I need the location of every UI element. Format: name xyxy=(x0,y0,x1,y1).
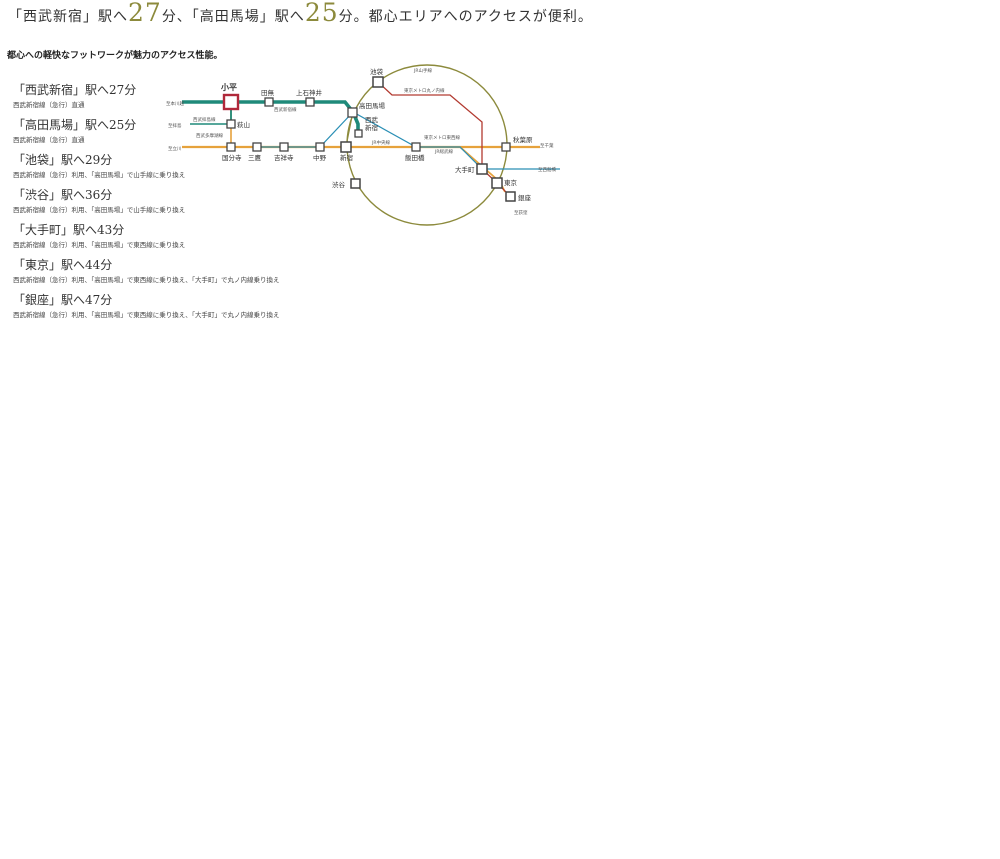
label-seibushinjuku-1: 西武 xyxy=(365,115,379,124)
label-nakano: 中野 xyxy=(313,153,327,162)
label-tozai: 東京メトロ東西線 xyxy=(424,134,460,141)
route-item: 「高田馬場」駅へ25分 西武新宿線（急行）直通 xyxy=(13,117,343,152)
station-tokyo xyxy=(491,177,503,189)
label-seibu-haijima: 西武拝島線 xyxy=(193,116,216,123)
route-note: 西武新宿線（急行）利用、「高田馬場」で山手線に乗り換え xyxy=(13,206,186,214)
station-ginza xyxy=(505,191,516,202)
station-tanashi xyxy=(264,97,274,107)
station-shibuya xyxy=(350,178,361,189)
yamanote-west xyxy=(345,111,354,148)
station-kamishakujii xyxy=(305,97,315,107)
station-mitaka xyxy=(252,142,262,152)
label-otemachi: 大手町 xyxy=(455,165,475,174)
label-kichijoji: 吉祥寺 xyxy=(274,153,294,162)
label-chuo-rapid: JR中央線 xyxy=(371,139,390,146)
label-to-tamako: 至拝島 xyxy=(168,122,182,129)
station-shinjuku xyxy=(340,141,352,153)
station-seibushinjuku xyxy=(354,129,363,138)
label-chuo-sobu: JR総武線 xyxy=(434,148,453,155)
label-kokubunji: 国分寺 xyxy=(222,153,242,162)
label-shibuya: 渋谷 xyxy=(332,180,346,189)
label-hagiyama: 萩山 xyxy=(237,120,250,129)
station-nakano xyxy=(315,142,325,152)
route-title: 「渋谷」駅へ36分 xyxy=(13,188,113,202)
headline: 「西武新宿」駅へ27分、「高田馬場」駅へ25分。都心エリアへのアクセスが便利。 xyxy=(8,0,593,30)
station-iidabashi xyxy=(411,142,421,152)
label-ikebukuro: 池袋 xyxy=(370,67,384,76)
route-title: 「東京」駅へ44分 xyxy=(13,258,113,272)
label-seibu-tamako: 西武多摩湖線 xyxy=(196,132,223,139)
headline-number-1: 27 xyxy=(128,0,162,27)
label-seibushinjuku-2: 新宿 xyxy=(365,123,379,132)
route-map: 小平 田無 上石神井 高田馬場 西武 新宿 萩山 国分寺 三鷹 吉祥寺 中野 新… xyxy=(166,64,560,226)
label-to-tachikawa: 至立川 xyxy=(168,145,182,152)
headline-text-3: 分。都心エリアへのアクセスが便利。 xyxy=(338,9,593,25)
station-takadanobaba xyxy=(347,107,358,118)
label-tokyo: 東京 xyxy=(504,178,518,187)
label-marunouchi: 東京メトロ丸ノ内線 xyxy=(404,87,445,94)
label-tanashi: 田無 xyxy=(261,88,275,97)
route-note: 西武新宿線（急行）利用、「高田馬場」で東西線に乗り換え、「大手町」で丸ノ内線乗り… xyxy=(13,311,280,319)
label-to-nishifunabashi: 至西船橋 xyxy=(538,166,556,173)
station-kokubunji xyxy=(226,142,236,152)
route-title: 「西武新宿」駅へ27分 xyxy=(13,83,137,97)
route-item: 「銀座」駅へ47分 西武新宿線（急行）利用、「高田馬場」で東西線に乗り換え、「大… xyxy=(13,292,343,327)
headline-number-2: 25 xyxy=(304,0,339,27)
label-seibu-shinjuku: 西武新宿線 xyxy=(274,106,297,113)
station-akihabara xyxy=(501,142,511,152)
label-shinjuku: 新宿 xyxy=(340,153,354,162)
route-note: 西武新宿線（急行）直通 xyxy=(13,101,85,109)
label-yamanote: JR山手線 xyxy=(413,67,432,74)
station-ikebukuro xyxy=(372,76,384,88)
route-note: 西武新宿線（急行）利用、「高田馬場」で東西線に乗り換え、「大手町」で丸ノ内線乗り… xyxy=(13,276,280,284)
route-note: 西武新宿線（急行）利用、「高田馬場」で山手線に乗り換え xyxy=(13,171,186,179)
station-kodaira xyxy=(222,93,240,111)
label-takadanobaba: 高田馬場 xyxy=(359,101,386,110)
station-kichijoji xyxy=(279,142,289,152)
route-title: 「大手町」駅へ43分 xyxy=(13,223,125,237)
route-item: 「西武新宿」駅へ27分 西武新宿線（急行）直通 xyxy=(13,82,343,117)
label-akihabara: 秋葉原 xyxy=(513,135,533,144)
headline-text-2: 分、「高田馬場」駅へ xyxy=(161,9,305,25)
route-item: 「渋谷」駅へ36分 西武新宿線（急行）利用、「高田馬場」で山手線に乗り換え xyxy=(13,187,343,222)
route-list: 「西武新宿」駅へ27分 西武新宿線（急行）直通 「高田馬場」駅へ25分 西武新宿… xyxy=(13,82,343,327)
station-otemachi xyxy=(476,163,488,175)
label-to-chiba: 至千葉 xyxy=(540,142,554,149)
seibu-shinjuku-line xyxy=(182,100,360,132)
station-hagiyama xyxy=(226,119,236,129)
label-mitaka: 三鷹 xyxy=(248,153,262,162)
subheading: 都心への軽快なフットワークが魅力のアクセス性能。 xyxy=(7,51,223,61)
route-item: 「東京」駅へ44分 西武新宿線（急行）利用、「高田馬場」で東西線に乗り換え、「大… xyxy=(13,257,343,292)
label-kamishakujii: 上石神井 xyxy=(296,88,323,97)
route-title: 「銀座」駅へ47分 xyxy=(13,293,113,307)
label-iidabashi: 飯田橋 xyxy=(405,153,425,162)
route-title: 「池袋」駅へ29分 xyxy=(13,153,113,167)
label-kodaira: 小平 xyxy=(220,82,237,92)
route-item: 「大手町」駅へ43分 西武新宿線（急行）利用、「高田馬場」で東西線に乗り換え xyxy=(13,222,343,257)
label-to-honkawagoe: 至本川越 xyxy=(166,100,184,107)
route-note: 西武新宿線（急行）直通 xyxy=(13,136,85,144)
label-ginza: 銀座 xyxy=(518,193,532,202)
route-title: 「高田馬場」駅へ25分 xyxy=(13,118,137,132)
label-to-ogikubo: 至荻窪 xyxy=(514,209,528,216)
route-item: 「池袋」駅へ29分 西武新宿線（急行）利用、「高田馬場」で山手線に乗り換え xyxy=(13,152,343,187)
headline-text-1: 「西武新宿」駅へ xyxy=(8,9,128,25)
route-note: 西武新宿線（急行）利用、「高田馬場」で東西線に乗り換え xyxy=(13,241,186,249)
